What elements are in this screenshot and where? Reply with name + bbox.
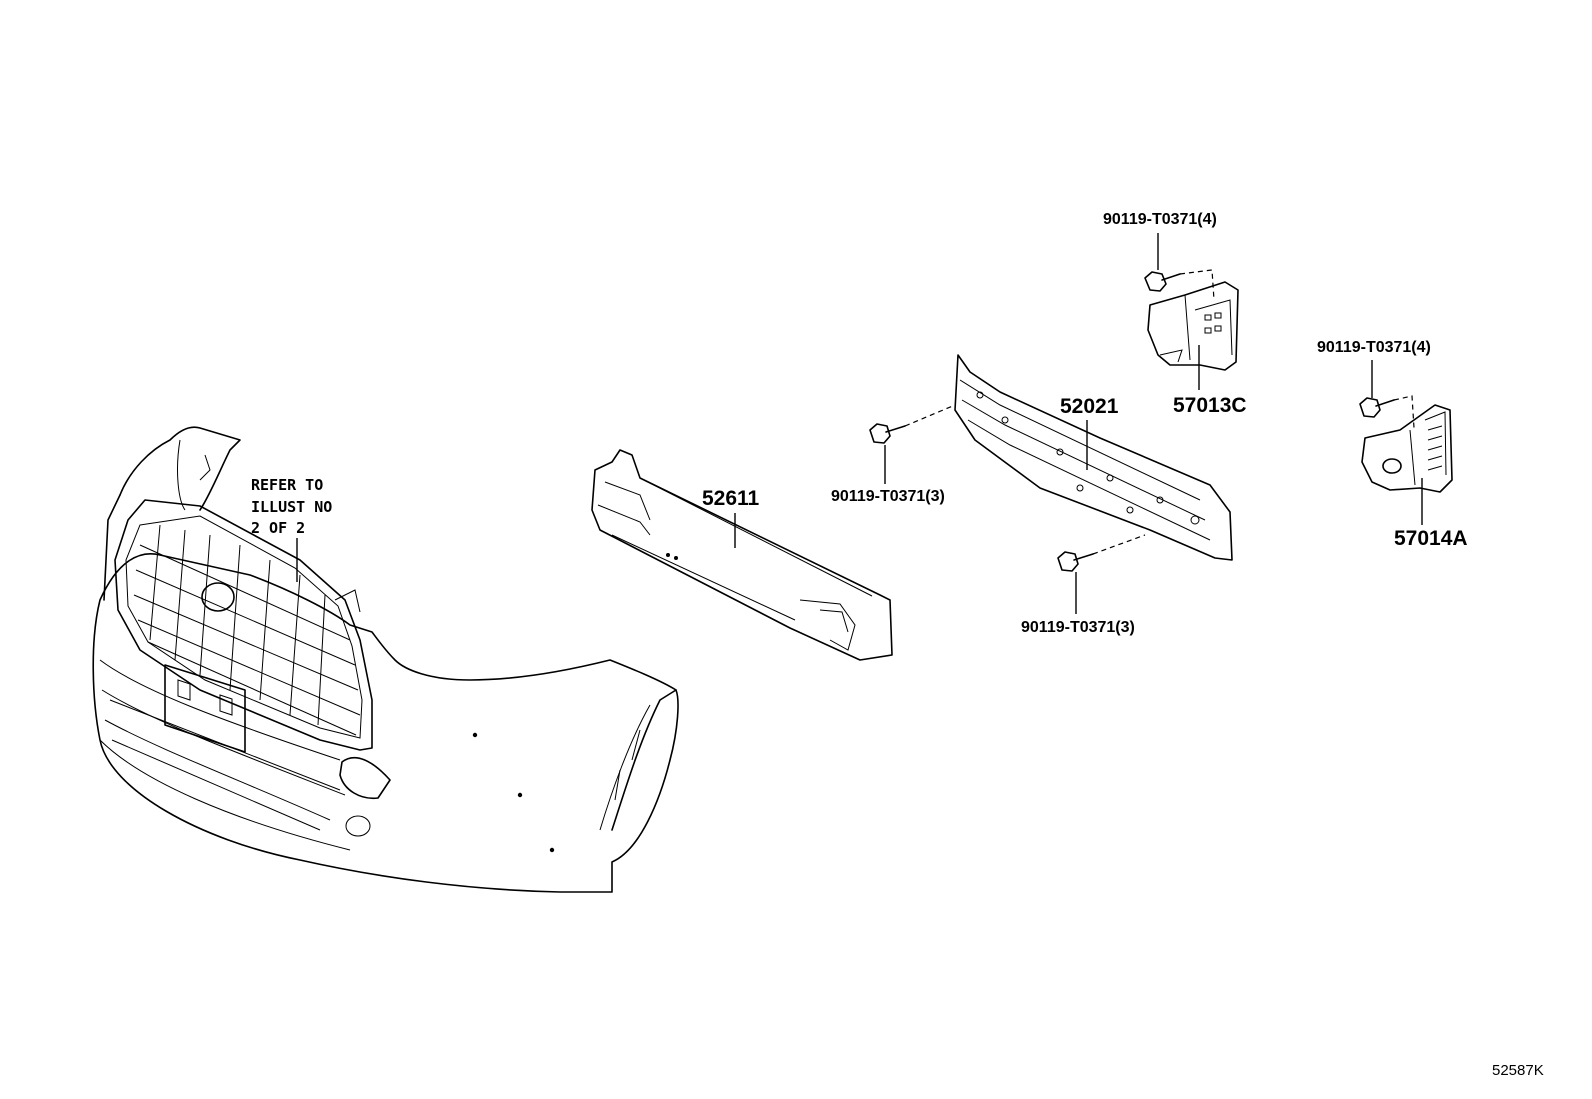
part-label-52021: 52021 (1060, 395, 1119, 418)
reinforcement-52021-drawing (954, 354, 1233, 561)
part-label-57014a: 57014A (1394, 527, 1468, 550)
bolt-icon (869, 269, 1415, 572)
refer-note-line-2: ILLUST NO (251, 498, 332, 516)
bracket-57014a-drawing (1361, 404, 1453, 493)
bolt-label-right-bracket: 90119-T0371(4) (1317, 339, 1431, 356)
bumper-cover-drawing (92, 426, 679, 893)
bolt-label-reinforcement-lower: 90119-T0371(3) (1021, 619, 1135, 636)
figure-code: 52587K (1492, 1062, 1544, 1079)
refer-note-line-3: 2 OF 2 (251, 519, 305, 537)
bolt-label-top-bracket: 90119-T0371(4) (1103, 211, 1217, 228)
part-label-57013c: 57013C (1173, 394, 1247, 417)
leader-lines (296, 233, 1423, 614)
bracket-57013c-drawing (1147, 281, 1239, 371)
bolt-label-reinforcement-upper: 90119-T0371(3) (831, 488, 945, 505)
absorber-52611-drawing (591, 449, 893, 661)
refer-note-line-1: REFER TO (251, 476, 323, 494)
part-label-52611: 52611 (702, 487, 760, 510)
